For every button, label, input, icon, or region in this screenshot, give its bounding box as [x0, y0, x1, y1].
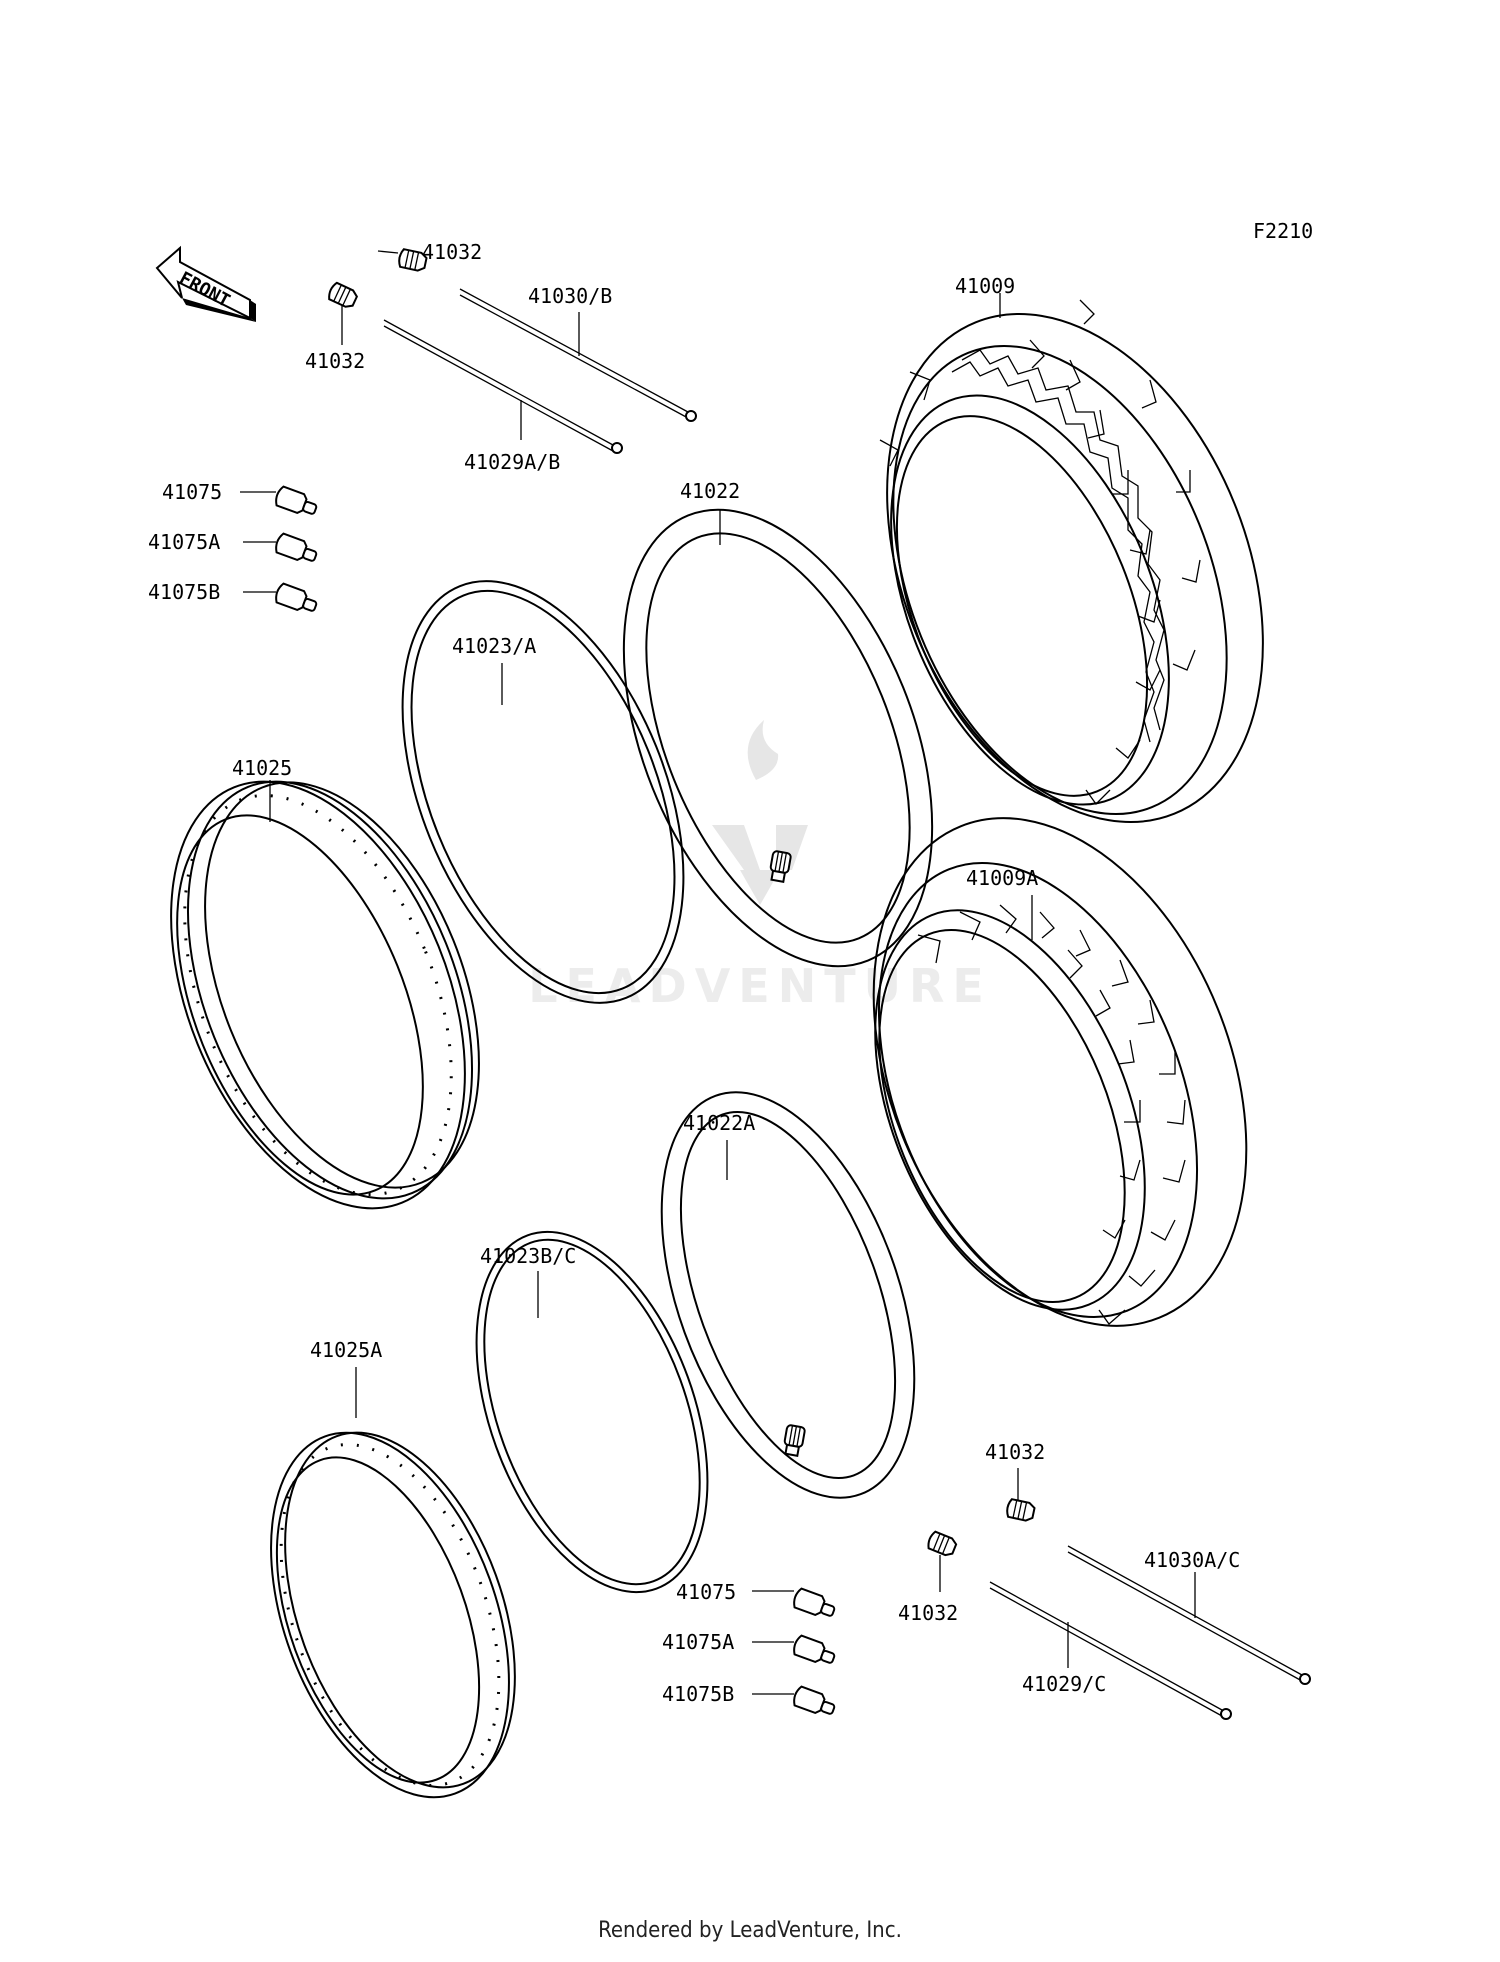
- balance-weight-41075a: [243, 531, 321, 567]
- rim-41025a: [270, 1367, 516, 1799]
- figure-code: F2210: [1253, 219, 1313, 243]
- balance-weight-41075: [240, 484, 321, 520]
- spoke-41030a-c: [1067, 1545, 1311, 1685]
- label-41009a: 41009A: [966, 866, 1038, 890]
- label-41075-top: 41075: [162, 480, 222, 504]
- label-41075-bottom: 41075: [676, 1580, 736, 1604]
- label-41032-bottom-top: 41032: [985, 1440, 1045, 1464]
- label-41029-c: 41029/C: [1022, 1672, 1106, 1696]
- footer-credit: Rendered by LeadVenture, Inc.: [598, 1918, 902, 1943]
- label-41023b-c: 41023B/C: [480, 1244, 576, 1268]
- spoke-nipple-bottom-left: [925, 1529, 959, 1592]
- balance-weight-41075-bottom: [752, 1586, 839, 1622]
- label-41009: 41009: [955, 274, 1015, 298]
- label-41029a-b: 41029A/B: [464, 450, 560, 474]
- watermark-logo: LEADVENTURE: [528, 720, 992, 1013]
- label-41023-a: 41023/A: [452, 634, 536, 658]
- label-41030-b: 41030/B: [528, 284, 612, 308]
- balance-weight-41075b-bottom: [752, 1684, 839, 1720]
- label-41025a: 41025A: [310, 1338, 382, 1362]
- label-41075b-bottom: 41075B: [662, 1682, 734, 1706]
- label-41032-left: 41032: [305, 349, 365, 373]
- rim-band-41023b-c: [475, 1230, 709, 1594]
- label-41022: 41022: [680, 479, 740, 503]
- spoke-nipple-left: [325, 280, 360, 345]
- label-41032-top: 41032: [422, 240, 482, 264]
- tire-41009: [879, 293, 1264, 824]
- watermark-text: LEADVENTURE: [528, 959, 992, 1013]
- front-arrow-icon: FRONT: [155, 245, 256, 322]
- balance-weight-41075a-bottom: [752, 1633, 839, 1669]
- label-41075a-top: 41075A: [148, 530, 220, 554]
- rim-band-41023-a: [401, 580, 685, 1004]
- label-41032-bottom-left: 41032: [898, 1601, 958, 1625]
- spoke-41030-b: [459, 288, 697, 422]
- label-41022a: 41022A: [683, 1111, 755, 1135]
- balance-weight-41075b: [243, 581, 321, 617]
- inner-tube-41022: [622, 508, 934, 968]
- rim-41025: [170, 780, 480, 1210]
- spoke-nipple-bottom-top: [1004, 1468, 1037, 1523]
- label-41075b-top: 41075B: [148, 580, 220, 604]
- label-41030a-c: 41030A/C: [1144, 1548, 1240, 1572]
- spoke-nipple-top: [377, 247, 429, 273]
- inner-tube-41022a: [660, 1091, 916, 1499]
- label-41025: 41025: [232, 756, 292, 780]
- label-41075a-bottom: 41075A: [662, 1630, 734, 1654]
- spoke-41029a-b: [383, 319, 623, 454]
- spoke-41029-c: [989, 1581, 1232, 1720]
- tire-41009a: [872, 817, 1248, 1327]
